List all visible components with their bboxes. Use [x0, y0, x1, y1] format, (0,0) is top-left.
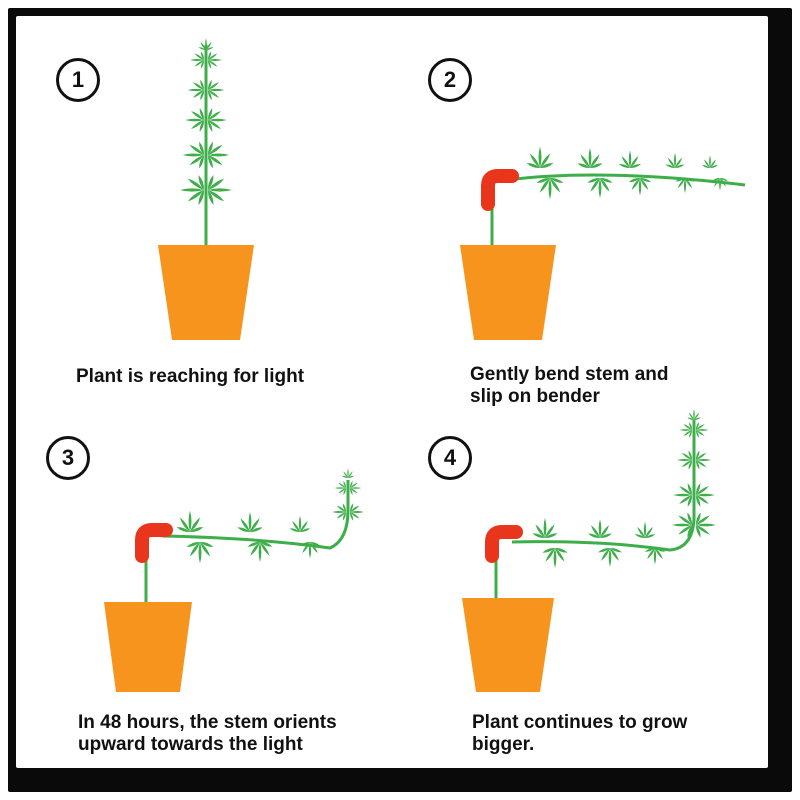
leaf-icon	[671, 512, 693, 538]
leaf-icon	[187, 79, 205, 101]
leaf-icon	[207, 175, 232, 205]
leaf-icon	[207, 141, 230, 169]
leaf-icon	[542, 547, 568, 569]
step-3-number-badge: 3	[46, 436, 90, 480]
leaf-icon	[532, 517, 558, 539]
leaf-cluster	[176, 510, 321, 564]
leaf-cluster	[332, 468, 364, 521]
leaf-icon	[588, 519, 612, 539]
leaf-icon	[676, 450, 693, 470]
leaf-icon	[237, 511, 263, 533]
leaf-icon	[349, 503, 364, 521]
leaf-icon	[349, 480, 362, 496]
step-3-caption: In 48 hours, the stem orients upward tow…	[78, 712, 337, 755]
step-3-panel: 3 In 48 hours, the stem orients upward t…	[0, 400, 400, 770]
leaf-icon	[186, 541, 214, 564]
pot-icon	[104, 602, 192, 692]
leaf-icon	[176, 510, 204, 533]
bent-stem	[507, 173, 746, 187]
step-1-caption: Plant is reaching for light	[76, 366, 305, 387]
leaf-icon	[207, 108, 227, 132]
leaf-icon	[577, 147, 603, 169]
leaf-icon	[299, 541, 321, 559]
leaf-icon	[702, 155, 718, 169]
leaf-icon	[332, 503, 347, 521]
step-4-caption: Plant continues to grow bigger.	[472, 712, 688, 755]
leaf-icon	[618, 150, 642, 169]
leaf-icon	[644, 547, 666, 565]
step-1-panel: 1 Plant is reaching for light	[0, 0, 400, 387]
leaf-icon	[712, 177, 728, 191]
leaf-icon	[198, 38, 214, 51]
step-1-number-badge: 1	[56, 58, 100, 102]
leaf-icon	[536, 177, 564, 200]
bent-stem	[161, 480, 350, 550]
leaf-icon	[182, 141, 205, 169]
step-4-plant-illustration	[462, 409, 717, 692]
leaf-icon	[341, 468, 355, 479]
leaf-icon	[628, 177, 652, 196]
leaf-icon	[185, 108, 205, 132]
leaf-icon	[695, 450, 712, 470]
leaf-icon	[673, 483, 693, 507]
pot-icon	[460, 245, 556, 340]
leaf-icon	[598, 547, 622, 567]
leaf-icon	[695, 422, 709, 438]
leaf-icon	[207, 51, 222, 69]
pot-icon	[462, 598, 554, 692]
leaf-cluster	[180, 38, 232, 205]
pot-icon	[158, 245, 254, 340]
step-3-plant-illustration	[104, 468, 364, 692]
leaf-cluster	[532, 517, 666, 569]
step-2-caption: Gently bend stem and slip on bender	[470, 364, 669, 407]
step-2-number-badge: 2	[428, 58, 472, 102]
bender-clip-icon	[135, 523, 173, 563]
bender-clip-icon	[485, 525, 523, 563]
leaf-icon	[587, 177, 613, 199]
bender-clip-icon	[481, 169, 519, 211]
leaf-icon	[687, 409, 701, 421]
leaf-icon	[695, 483, 715, 507]
leaf-icon	[190, 51, 205, 69]
leaf-icon	[679, 422, 693, 438]
step-2-plant-illustration	[460, 146, 746, 340]
leaf-icon	[665, 152, 685, 169]
leaf-icon	[207, 79, 225, 101]
leaf-icon	[247, 541, 273, 563]
step-4-panel: 4 Plant continues to grow bigger.	[400, 400, 800, 770]
leaf-icon	[334, 480, 347, 496]
leaf-cluster	[671, 409, 717, 538]
leaf-icon	[675, 177, 695, 194]
step-4-number-badge: 4	[428, 436, 472, 480]
step-1-plant-illustration	[158, 38, 254, 340]
leaf-icon	[289, 515, 311, 533]
leaf-icon	[180, 175, 205, 205]
leaf-icon	[526, 146, 554, 169]
leaf-icon	[634, 521, 656, 539]
leaf-icon	[695, 512, 717, 538]
leaf-cluster	[526, 146, 728, 200]
step-2-panel: 2 Gently bend stem and slip on bender	[400, 0, 800, 407]
